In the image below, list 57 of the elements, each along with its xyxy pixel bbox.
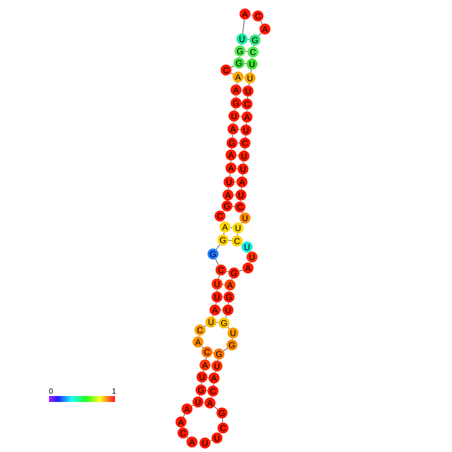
backbone-line [250,69,252,73]
backbone-line [245,135,246,138]
backbone-line [223,348,228,352]
base-pair-line [239,116,242,117]
backbone-line [228,302,229,305]
backbone-line [232,134,233,138]
backbone-line [183,414,185,418]
backbone-line [244,148,245,151]
backbone-line [242,19,245,34]
backbone-line [218,275,220,279]
backbone-line [225,315,227,318]
backbone-line [228,326,230,330]
backbone-line [216,244,220,250]
backbone-line [242,174,243,177]
backbone-line [202,346,204,348]
base-pair-line [233,194,236,196]
backbone-line [222,418,223,423]
backbone-line [230,72,234,74]
backbone-line [230,160,232,163]
backbone-line [236,82,238,85]
base-pair-line [244,63,247,64]
backbone-line [201,382,202,385]
backbone-line [204,325,207,327]
backbone-line [192,404,194,406]
backbone-line [212,315,214,317]
backbone-line [233,121,234,124]
base-pair-line [236,155,239,156]
backbone-line [246,109,248,112]
backbone-line [260,20,263,24]
base-pair-line [226,270,229,272]
backbone-line [248,83,250,86]
backbone-line [237,233,238,236]
backbone-line [247,96,248,99]
backbone-line [214,406,218,410]
backbone-line [216,289,218,292]
backbone-line [239,270,243,272]
base-pair-line [238,129,241,130]
backbone-line [258,32,262,36]
backbone-line [210,440,212,442]
base-pair-line [245,51,248,52]
base-pair-line [228,240,232,241]
backbone-line [250,14,253,16]
base-pair-line [222,284,225,285]
backbone-line [228,187,229,190]
base-pair-line [230,227,233,228]
backbone-line [215,258,219,266]
base-pair-line [237,142,240,144]
backbone-line [230,65,234,68]
base-pair-line [216,322,219,323]
backbone-line [246,122,247,125]
base-pair-line [232,206,235,207]
backbone-line [213,383,214,386]
backbone-line [186,436,188,438]
backbone-line [241,187,242,190]
backbone-line [243,161,244,164]
base-pair-line [247,39,250,40]
backbone-line [234,108,236,111]
